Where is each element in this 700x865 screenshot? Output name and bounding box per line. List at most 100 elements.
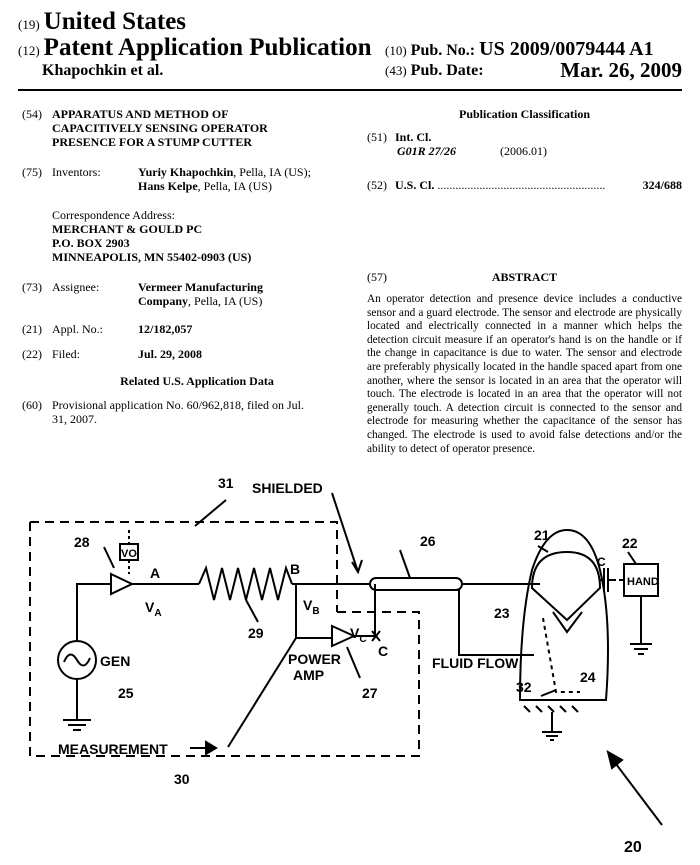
assignee: Vermeer Manufacturing Company, Pella, IA…: [138, 280, 263, 308]
leader-20: [612, 759, 663, 826]
node-c-mark: [371, 630, 381, 642]
ref-29: 29: [248, 625, 264, 641]
ref-20: 20: [624, 839, 642, 856]
us-classification: U.S. Cl. ...............................…: [395, 178, 606, 192]
ref-30: 30: [174, 771, 190, 787]
country-line: (19) United States: [18, 8, 186, 36]
inventor-name: Hans Kelpe: [138, 179, 198, 193]
intcl-year: (2006.01): [500, 144, 547, 158]
vb-label: VB: [303, 597, 320, 617]
ref-22: 22: [622, 535, 638, 551]
node-b: B: [290, 561, 300, 577]
pub-no-line: (10) Pub. No.: US 2009/0079444 A1: [385, 38, 654, 61]
ground-symbol: [63, 719, 91, 731]
inid-code: (54): [22, 107, 42, 121]
filed-label: Filed:: [52, 347, 81, 361]
amp-label: AMP: [293, 667, 324, 683]
handle-ground: [542, 712, 562, 741]
leader-28: [103, 546, 115, 569]
related-data-heading: Related U.S. Application Data: [120, 374, 274, 388]
arrow-20: [606, 749, 624, 770]
gen-wire: [76, 583, 111, 641]
inid-code: (22): [22, 347, 42, 361]
inid-code: (10): [385, 43, 407, 58]
doc-type-line: (12) Patent Application Publication: [18, 34, 371, 62]
leader-26: [399, 549, 411, 579]
node-c-top: C: [597, 555, 606, 569]
fluid-flow-label: FLUID FLOW: [432, 655, 519, 671]
pub-date-label: Pub. Date:: [410, 62, 484, 79]
resistor-29: [198, 564, 293, 601]
ref-28: 28: [74, 534, 90, 550]
inventors-label: Inventors:: [52, 165, 101, 179]
measurement-label: MEASUREMENT: [58, 741, 168, 757]
inid-code: (57): [367, 270, 387, 284]
leader-shielded: [331, 492, 359, 573]
leader-measurement-line: [227, 637, 297, 748]
leader-22: [627, 551, 637, 565]
shielded-cable-26: [369, 577, 463, 591]
measurement-enclosure-top: [30, 521, 338, 612]
inid-code: (12): [18, 43, 40, 58]
appl-no: 12/182,057: [138, 322, 193, 336]
power-label: POWER: [288, 651, 341, 667]
abstract-heading: ABSTRACT: [491, 270, 558, 284]
invention-title: APPARATUS AND METHOD OF CAPACITIVELY SEN…: [52, 107, 268, 149]
measurement-enclosure-body: [29, 522, 420, 757]
inid-code: (21): [22, 322, 42, 336]
intcl-code: G01R 27/26: [397, 144, 457, 158]
inid-code: (52): [367, 178, 387, 192]
leader-31: [194, 499, 227, 527]
pub-date-line: (43) Pub. Date:: [385, 62, 484, 80]
inid-code: (43): [385, 63, 407, 78]
capacitor-c: [603, 568, 609, 592]
appl-no-label: Appl. No.:: [52, 322, 103, 336]
pub-no-label: Pub. No.:: [410, 42, 476, 59]
gen-label: GEN: [100, 653, 130, 669]
inventors: Yuriy Khapochkin, Pella, IA (US); Hans K…: [138, 165, 311, 193]
circuit-figure: 31 SHIELDED 28 VO A VA B VB 26 21 22 C H…: [29, 475, 663, 856]
provisional-application: Provisional application No. 60/962,818, …: [52, 398, 304, 426]
ref-27: 27: [362, 685, 378, 701]
inventor-name: Yuriy Khapochkin: [138, 165, 234, 179]
guard-electrode-wire: [375, 589, 534, 656]
leader-21: [537, 545, 549, 553]
filed-date: Jul. 29, 2008: [138, 347, 203, 361]
handle-base-ground: [520, 699, 606, 713]
country: United States: [43, 8, 187, 35]
vc-label: VC: [350, 625, 367, 645]
inid-code: (60): [22, 398, 42, 412]
leader-32: [540, 689, 557, 697]
sine-wave: [63, 653, 91, 667]
sensor-23: [530, 550, 602, 622]
ref-23: 23: [494, 605, 510, 621]
ref-32: 32: [516, 679, 532, 695]
pub-no: US 2009/0079444 A1: [479, 38, 654, 60]
va-label: VA: [145, 599, 162, 619]
inid-code: (19): [18, 17, 40, 32]
inid-code: (73): [22, 280, 42, 294]
publication-classification-heading: Publication Classification: [458, 107, 590, 121]
ref-21: 21: [534, 527, 550, 543]
power-amp-27: [331, 624, 357, 648]
node-a: A: [150, 565, 160, 581]
measurement-arrow: [205, 740, 218, 756]
doc-type: Patent Application Publication: [43, 34, 372, 61]
node-c: C: [378, 643, 388, 659]
abstract-text: An operator detection and presence devic…: [367, 293, 682, 455]
vo-label: VO: [121, 548, 137, 560]
ref-26: 26: [420, 533, 436, 549]
correspondence-address: Correspondence Address: MERCHANT & GOULD…: [52, 208, 252, 264]
inid-code: (51): [367, 130, 387, 144]
handle-21: [518, 528, 609, 701]
header-rule: [18, 89, 682, 91]
intcl-label: Int. Cl.: [395, 130, 432, 144]
ref-24: 24: [580, 669, 596, 685]
inid-code: (75): [22, 165, 42, 179]
authors: Khapochkin et al.: [42, 62, 164, 79]
us-class-value: 324/688: [639, 178, 682, 192]
hand-label: HAND: [627, 576, 659, 588]
ref-25: 25: [118, 685, 134, 701]
leader-27: [346, 646, 361, 679]
hand-ground: [630, 643, 652, 655]
